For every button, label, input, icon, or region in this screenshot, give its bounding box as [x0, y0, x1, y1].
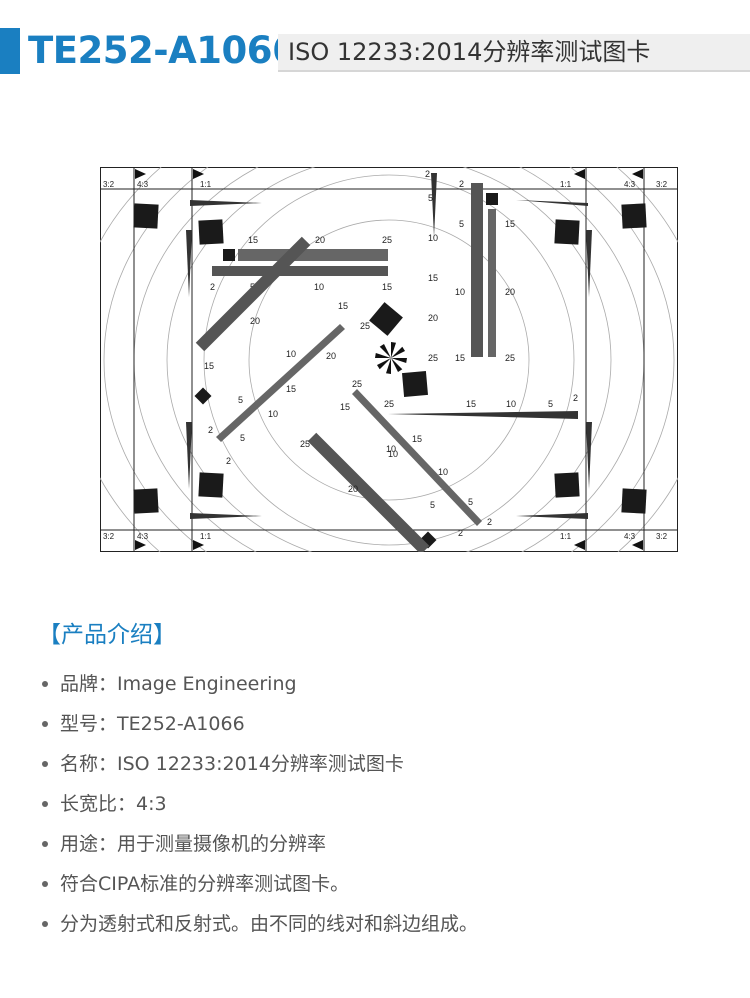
frame-guides: [101, 168, 677, 551]
info-brand: 品牌：Image Engineering: [60, 673, 297, 695]
info-name: 名称：ISO 12233:2014分辨率测试图卡: [60, 753, 404, 775]
section-title-product-intro: 【产品介绍】: [38, 622, 176, 648]
vwedge-right-side-label-3: 25: [505, 353, 515, 363]
vwedge-right-left-label-1: 10: [455, 287, 465, 297]
corner-label-bottom-6: 3:2: [656, 532, 668, 541]
hwedge-top-label-1: 15: [248, 235, 258, 245]
product-name-title: ISO 12233:2014分辨率测试图卡: [288, 38, 651, 66]
diag-upper-outer-label-2: 20: [326, 351, 336, 361]
diag-upper-outer-label-3: 15: [286, 384, 296, 394]
corner-label-bottom-4: 1:1: [560, 532, 572, 541]
corner-label-top-2: 4:3: [137, 180, 149, 189]
diagonal-wedge-upper: 25 20 15 10 5 2 15 20 15 10 5 2: [195, 236, 370, 466]
bullet-icon: [42, 721, 48, 727]
vwedge-left-label-1: 2: [425, 169, 430, 179]
corner-label-top-3: 1:1: [200, 180, 212, 189]
diag-lower-outer-label-5: 5: [468, 497, 473, 507]
corner-wedges: [186, 200, 592, 519]
header-accent-bar: [0, 28, 20, 74]
vwedge-right-left-label-2: 15: [455, 353, 465, 363]
vertical-wedges: 2 5 10 15 20 25 2 5 15 20 25 10 15: [425, 169, 515, 363]
hwedge-top-label-3: 25: [382, 235, 392, 245]
corner-label-bottom-1: 3:2: [103, 532, 115, 541]
bullet-icon: [42, 801, 48, 807]
hwedge-right-label-2: 15: [466, 399, 476, 409]
vwedge-left-label-4: 15: [428, 273, 438, 283]
hwedge-bottom-label-3: 10: [314, 282, 324, 292]
horizontal-wedge-top: 15 20 25 2 5 10 15: [210, 235, 392, 292]
hwedge-right-label-3: 10: [506, 399, 516, 409]
hwedge-bottom-label-1: 2: [210, 282, 215, 292]
bullet-icon: [42, 761, 48, 767]
diag-lower-outer-label-6: 2: [487, 517, 492, 527]
siemens-star: [375, 342, 407, 374]
diag-lower-inner-label-2: 20: [348, 484, 358, 494]
diag-upper-inner-label-1: 15: [338, 301, 348, 311]
diag-upper-inner-label-6: 2: [208, 425, 213, 435]
vwedge-right-top-label-2: 5: [459, 219, 464, 229]
hwedge-top-label-2: 20: [315, 235, 325, 245]
bullet-icon: [42, 841, 48, 847]
diag-upper-outer-label-4: 10: [268, 409, 278, 419]
diag-upper-inner-label-5: 5: [238, 395, 243, 405]
info-standard: 符合CIPA标准的分辨率测试图卡。: [60, 873, 350, 895]
header: TE252-A1066 ISO 12233:2014分辨率测试图卡: [0, 28, 750, 76]
info-model: 型号：TE252-A1066: [60, 713, 245, 735]
diag-lower-inner-label-4: 10: [388, 449, 398, 459]
bullet-icon: [42, 921, 48, 927]
diag-upper-inner-label-4: 10: [286, 349, 296, 359]
vwedge-left-label-3: 10: [428, 233, 438, 243]
header-title-box: ISO 12233:2014分辨率测试图卡: [278, 34, 750, 72]
info-type: 分为透射式和反射式。由不同的线对和斜边组成。: [60, 913, 479, 935]
diag-lower-inner-label-3: 15: [340, 402, 350, 412]
diag-upper-outer-label-5: 5: [240, 433, 245, 443]
hwedge-right-label-1: 25: [384, 399, 394, 409]
vwedge-left-label-5: 20: [428, 313, 438, 323]
corner-arrows: [135, 169, 643, 550]
corner-label-top-1: 3:2: [103, 180, 115, 189]
diag-lower-inner-label-1: 25: [300, 439, 310, 449]
horizontal-wedge-right: 25 15 10 5 2: [384, 393, 578, 419]
vwedge-left-label-2: 5: [428, 193, 433, 203]
hwedge-right-label-5: 2: [573, 393, 578, 403]
diag-upper-inner-label-3: 15: [204, 361, 214, 371]
hwedge-bottom-label-4: 15: [382, 282, 392, 292]
corner-label-bottom-5: 4:3: [624, 532, 636, 541]
diag-lower-outer-label-2: 15: [412, 434, 422, 444]
info-aspect-ratio: 长宽比：4:3: [60, 793, 167, 815]
vwedge-right-side-label-1: 15: [505, 219, 515, 229]
diagonal-wedge-lower: 25 15 10 10 5 2 25 20 15 10 5 2: [300, 379, 492, 552]
hwedge-right-label-4: 5: [548, 399, 553, 409]
bullet-icon: [42, 681, 48, 687]
corner-label-top-4: 1:1: [560, 180, 572, 189]
bullet-icon: [42, 881, 48, 887]
product-model-title: TE252-A1066: [28, 29, 298, 72]
diag-upper-inner-label-2: 20: [250, 316, 260, 326]
vwedge-right-side-label-2: 20: [505, 287, 515, 297]
corner-label-bottom-2: 4:3: [137, 532, 149, 541]
diag-lower-inner-label-6: 2: [458, 528, 463, 538]
diag-lower-outer-label-1: 25: [352, 379, 362, 389]
diag-lower-inner-label-5: 5: [430, 500, 435, 510]
info-usage: 用途：用于测量摄像机的分辨率: [60, 833, 327, 855]
resolution-test-chart-image: 3:2 4:3 1:1 1:1 4:3 3:2 3:2 4:3 1:1 1:1 …: [100, 167, 678, 552]
corner-label-top-6: 3:2: [656, 180, 668, 189]
vwedge-right-top-label-1: 2: [459, 179, 464, 189]
diag-upper-outer-label-1: 25: [360, 321, 370, 331]
corner-label-top-5: 4:3: [624, 180, 636, 189]
slanted-edge-squares: [133, 193, 647, 549]
diag-upper-outer-label-6: 2: [226, 456, 231, 466]
corner-label-bottom-3: 1:1: [200, 532, 212, 541]
vwedge-left-label-6: 25: [428, 353, 438, 363]
diag-lower-outer-label-4: 10: [386, 444, 396, 454]
diag-lower-outer-label-3: 10: [438, 467, 448, 477]
